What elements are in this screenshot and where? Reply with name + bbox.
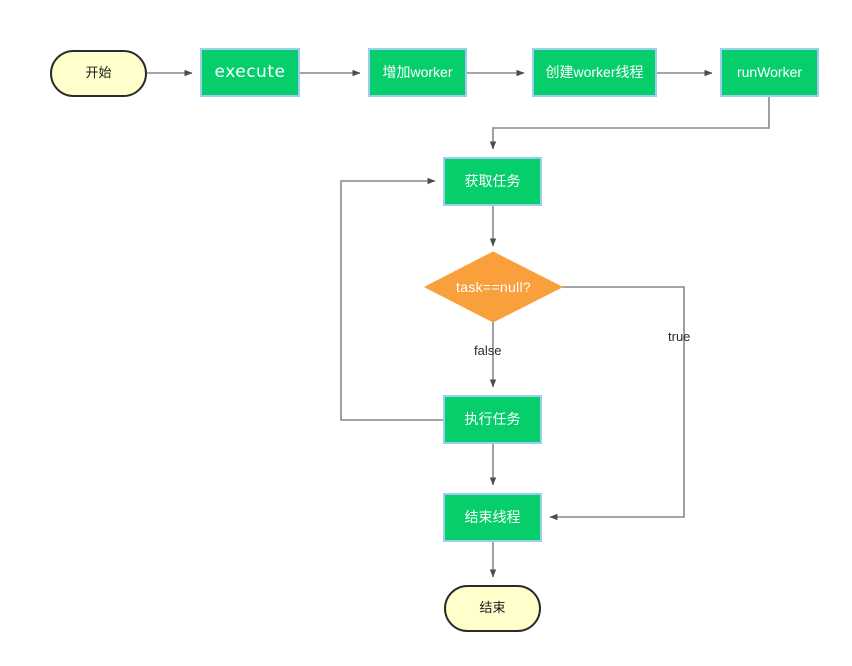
- node-get-task[interactable]: 获取任务: [443, 157, 542, 206]
- node-end[interactable]: 结束: [444, 585, 541, 632]
- edge-exec-task-loop-to-get-task: [340, 177, 443, 421]
- node-execute-label: execute: [214, 61, 286, 82]
- node-add-worker-label: 增加worker: [382, 64, 453, 81]
- edge-run-worker-to-get-task: [489, 97, 770, 150]
- node-execute-task-label: 执行任务: [464, 411, 521, 428]
- edge-label-false: false: [474, 343, 502, 358]
- node-execute[interactable]: execute: [200, 48, 300, 97]
- node-start-label: 开始: [85, 65, 112, 81]
- edge-label-true: true: [668, 329, 691, 344]
- edge-decision-true-to-end-thread: [549, 286, 685, 521]
- node-execute-task[interactable]: 执行任务: [443, 395, 542, 444]
- node-run-worker[interactable]: runWorker: [720, 48, 819, 97]
- decision-diamond-shape[interactable]: [423, 251, 564, 323]
- node-run-worker-label: runWorker: [736, 64, 803, 81]
- node-create-worker-thread-label: 创建worker线程: [545, 64, 644, 81]
- node-get-task-label: 获取任务: [464, 173, 521, 190]
- node-add-worker[interactable]: 增加worker: [368, 48, 467, 97]
- node-start[interactable]: 开始: [50, 50, 147, 97]
- node-end-label: 结束: [479, 600, 506, 616]
- node-end-thread-label: 结束线程: [464, 509, 521, 526]
- node-end-thread[interactable]: 结束线程: [443, 493, 542, 542]
- node-create-worker-thread[interactable]: 创建worker线程: [532, 48, 657, 97]
